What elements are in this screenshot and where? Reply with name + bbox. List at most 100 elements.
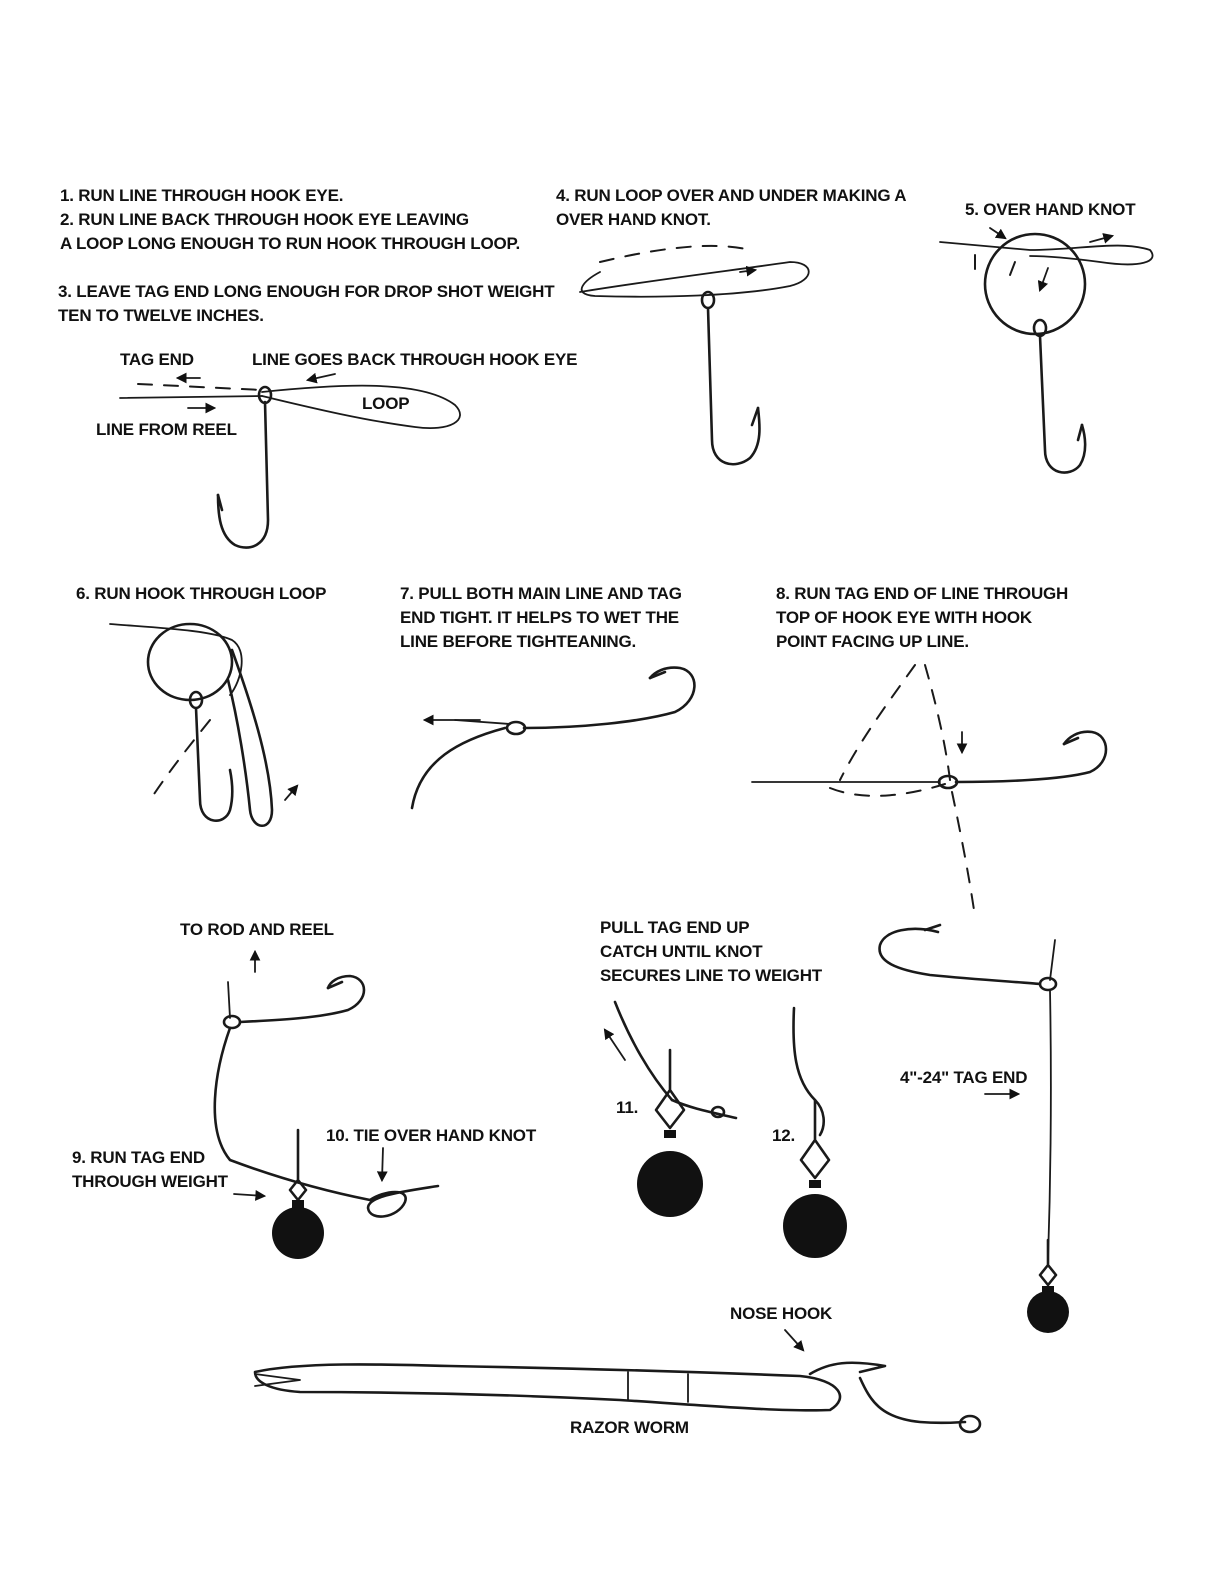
hook-shank [858, 1376, 967, 1425]
diagram-step-6 [109, 622, 299, 828]
diagram-razor-worm [253, 1329, 982, 1434]
loop-label: LOOP [362, 394, 410, 413]
loop-strand [579, 261, 810, 298]
line-back-label: LINE GOES BACK THROUGH HOOK EYE [252, 350, 578, 369]
step-3-text: 3. LEAVE TAG END LONG ENOUGH FOR DROP SH… [58, 280, 555, 328]
pulled-loop [226, 648, 274, 828]
hook-shank [878, 927, 1042, 986]
weight-neck [664, 1130, 676, 1138]
weight-neck [292, 1200, 304, 1208]
hook-shank [216, 400, 270, 549]
step-5-text: 5. OVER HAND KNOT [965, 198, 1136, 222]
step-12-label: 12. [772, 1126, 796, 1145]
step-10: 10. TIE OVER HAND KNOT [326, 1126, 537, 1145]
step-2-cont: A LOOP LONG ENOUGH TO RUN HOOK THROUGH L… [60, 234, 520, 253]
hook-shank [522, 666, 696, 730]
step-8-text: 8. RUN TAG END OF LINE THROUGH TOP OF HO… [776, 582, 1068, 654]
worm-tail-tip [254, 1373, 301, 1387]
diagram-step-9-10 [213, 949, 440, 1259]
worm-collar [627, 1371, 689, 1403]
step-8-cont-2: POINT FACING UP LINE. [776, 632, 969, 651]
line-back-arrow [305, 372, 336, 384]
diagram-step-4 [579, 244, 810, 466]
pull-up-arrow [603, 1028, 626, 1061]
step-7-cont-1: END TIGHT. IT HELPS TO WET THE [400, 608, 679, 627]
tag-length-label: 4"-24" TAG END [900, 1068, 1028, 1087]
tag-end-strand [213, 1026, 372, 1202]
worm-body [253, 1363, 842, 1412]
main-line-strand [670, 1098, 738, 1120]
knot [710, 1105, 726, 1119]
step-6: 6. RUN HOOK THROUGH LOOP [76, 584, 327, 603]
knot-arrow [376, 1147, 388, 1183]
weight-eyelet [1038, 1238, 1058, 1287]
hook-eye [937, 774, 959, 790]
hook-barb [923, 923, 942, 932]
step-10-text: 10. TIE OVER HAND KNOT [326, 1124, 536, 1148]
step-4-text: 4. RUN LOOP OVER AND UNDER MAKING A OVER… [556, 184, 907, 232]
tag-end-strand [410, 726, 507, 810]
tag-end-strand [792, 1006, 825, 1137]
pull-note-1: PULL TAG END UP [600, 918, 750, 937]
overhand-loop [983, 232, 1087, 336]
step-3: 3. LEAVE TAG END LONG ENOUGH FOR DROP SH… [58, 282, 555, 301]
dashed-path-down [951, 791, 975, 911]
nose-hook-label: NOSE HOOK [730, 1304, 833, 1323]
drop-shot-weight [1027, 1291, 1069, 1333]
weight-neck [809, 1180, 821, 1188]
razor-worm-label: RAZOR WORM [570, 1418, 689, 1437]
tag-end-strand [613, 1000, 674, 1102]
step-9-cont: THROUGH WEIGHT [72, 1172, 228, 1191]
main-line-strand [1049, 939, 1056, 981]
step-11-label: 11. [616, 1098, 639, 1117]
steps-1-3-text: 1. RUN LINE THROUGH HOOK EYE. 2. RUN LIN… [60, 184, 520, 256]
pull-note-text: PULL TAG END UP CATCH UNTIL KNOT SECURES… [600, 916, 822, 988]
dashed-marker-right [1009, 261, 1016, 276]
diagram-final-rig [878, 923, 1069, 1333]
step-4-cont: OVER HAND KNOT. [556, 210, 711, 229]
entry-arrow [989, 227, 1007, 240]
loop-direction-arrow [739, 265, 758, 277]
inner-arrow [1037, 267, 1049, 293]
hook-eye [1038, 976, 1058, 992]
tag-end-strand [1047, 989, 1052, 1261]
hook-shank [954, 730, 1108, 784]
step-9-text: 9. RUN TAG END THROUGH WEIGHT [72, 1146, 228, 1194]
step-7-text: 7. PULL BOTH MAIN LINE AND TAG END TIGHT… [400, 582, 682, 654]
dashed-path-bottom [829, 783, 946, 797]
hook-shank [1038, 334, 1087, 474]
hook-shank [706, 306, 761, 466]
step-1: 1. RUN LINE THROUGH HOOK EYE. [60, 186, 344, 205]
main-line-strand [454, 719, 511, 725]
diagram-step-11 [603, 1000, 738, 1217]
rod-line-strand [227, 981, 231, 1019]
to-rod-label: TO ROD AND REEL [180, 920, 334, 939]
step-3-cont: TEN TO TWELVE INCHES. [58, 306, 264, 325]
main-line-strand [939, 241, 1154, 266]
step-6-text: 6. RUN HOOK THROUGH LOOP [76, 582, 326, 606]
diagram-step-5 [939, 227, 1154, 474]
tag-end-strand [137, 383, 263, 391]
hook-barb [648, 670, 667, 680]
hook-eye [257, 385, 273, 405]
step-7-cont-2: LINE BEFORE TIGHTEANING. [400, 632, 637, 651]
tag-end-label: TAG END [120, 350, 194, 369]
loop-strand [261, 384, 461, 429]
step-8: 8. RUN TAG END OF LINE THROUGH [776, 584, 1069, 603]
diagram-step-1-3 [119, 372, 461, 549]
diagram-step-7 [410, 666, 696, 810]
step-9: 9. RUN TAG END [72, 1148, 205, 1167]
step-4: 4. RUN LOOP OVER AND UNDER MAKING A [556, 186, 907, 205]
weight-eyelet [654, 1048, 686, 1130]
pull-note-3: SECURES LINE TO WEIGHT [600, 966, 822, 985]
weight-arrow [233, 1190, 267, 1201]
drop-shot-weight [637, 1151, 703, 1217]
diagram-step-8 [751, 664, 1108, 911]
dashed-loop-path [599, 244, 751, 263]
step-8-cont-1: TOP OF HOOK EYE WITH HOOK [776, 608, 1033, 627]
line-from-reel-label: LINE FROM REEL [96, 420, 237, 439]
main-line-strand [109, 623, 243, 696]
hook-barb [750, 406, 760, 427]
hook-barb [326, 980, 344, 990]
